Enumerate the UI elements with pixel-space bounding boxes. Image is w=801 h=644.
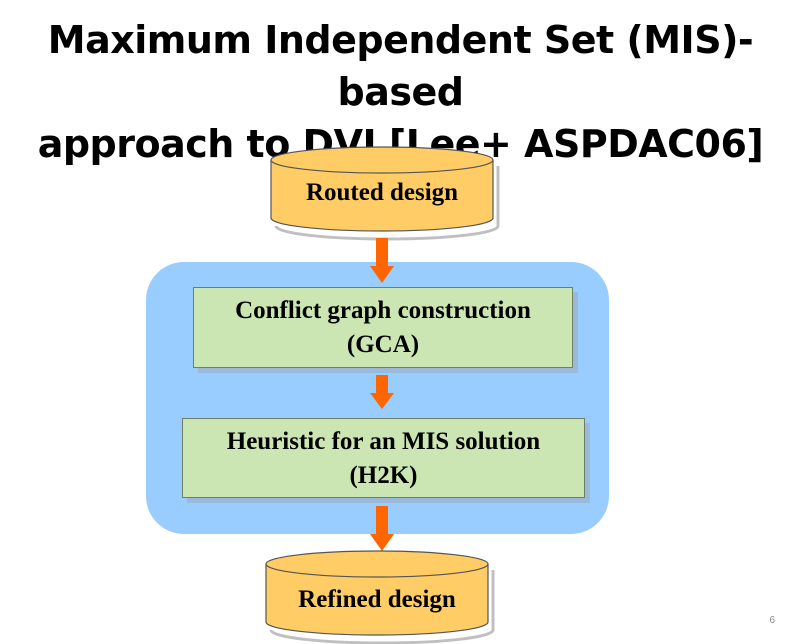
mis-heuristic-box: Heuristic for an MIS solution (H2K)	[182, 418, 585, 498]
arrow-down-icon	[370, 375, 394, 409]
mis-heuristic-abbrev: (H2K)	[349, 462, 418, 489]
arrow-down-icon	[370, 238, 394, 283]
conflict-graph-label: Conflict graph construction	[235, 297, 531, 324]
slide-title: Maximum Independent Set (MIS)-based appr…	[0, 14, 801, 170]
conflict-graph-abbrev: (GCA)	[346, 331, 420, 358]
refined-design-label: Refined design	[298, 586, 456, 613]
arrow-down-icon	[370, 506, 394, 551]
cylinder-shape	[265, 550, 495, 644]
mis-heuristic-label: Heuristic for an MIS solution	[226, 428, 541, 455]
conflict-graph-box: Conflict graph construction (GCA)	[193, 287, 573, 368]
refined-design-cylinder: Refined design	[265, 550, 495, 644]
routed-design-cylinder: Routed design	[270, 146, 500, 241]
slide-title-line-1: Maximum Independent Set (MIS)-based	[47, 18, 754, 114]
page-number: 6	[769, 615, 775, 626]
cylinder-shape	[270, 146, 500, 241]
routed-design-label: Routed design	[305, 179, 459, 206]
